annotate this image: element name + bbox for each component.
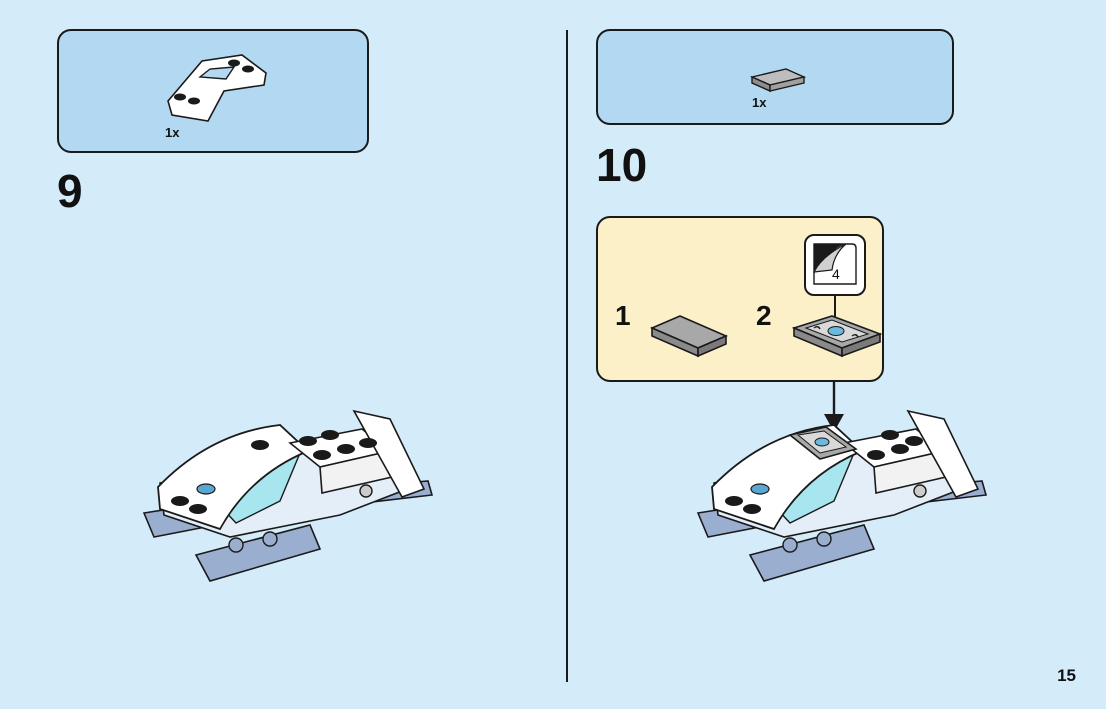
sticker-sheet-icon [812,243,857,285]
grey-tile-icon [649,315,729,358]
grey-tile-part-icon [749,68,807,93]
grey-tile-with-sticker-icon [791,315,883,358]
step-10-number: 10 [596,139,648,191]
sticker-tag: 4 [804,234,866,296]
page-divider [566,30,568,682]
sub-step-2-number: 2 [756,300,772,331]
sub-step-1-number: 1 [615,300,631,331]
step-10-assembly-illustration [696,409,988,582]
sticker-callout-box: 1 2 4 [596,216,884,382]
step-10-part-quantity: 1x [752,95,767,110]
sticker-pointer-line [834,296,836,318]
curved-white-plate-part-icon [167,54,267,122]
step-9-assembly-illustration [142,409,434,582]
step-9-part-quantity: 1x [165,125,180,140]
sticker-number: 4 [832,266,840,282]
down-arrow-icon [824,382,844,432]
step-9-number: 9 [57,165,83,217]
step-10-parts-box: 1x [596,29,954,125]
page-number: 15 [1057,666,1076,685]
step-9-parts-box: 1x [57,29,369,153]
